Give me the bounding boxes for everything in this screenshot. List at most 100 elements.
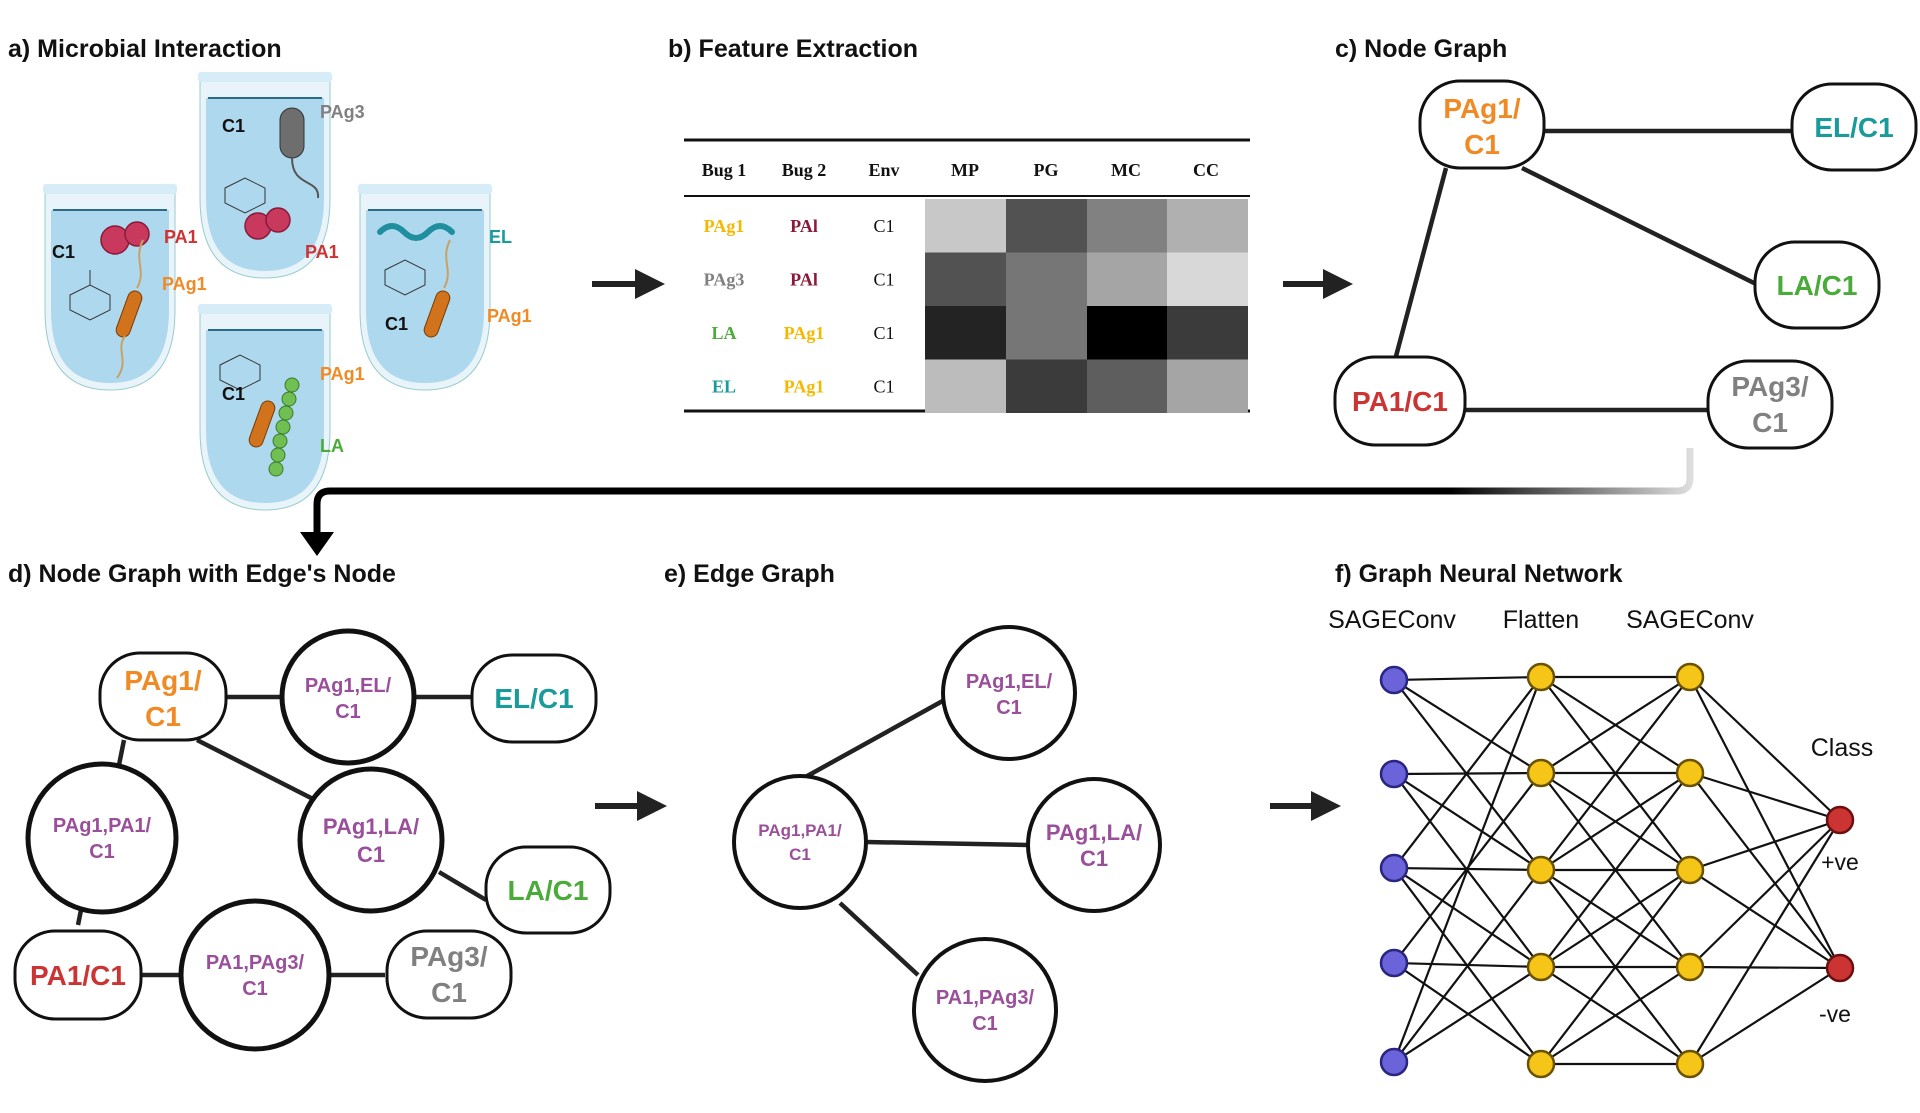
d-node-la: LA/C1 <box>484 845 612 935</box>
nn-edge <box>1540 676 1691 871</box>
nn-edge <box>1392 676 1543 1063</box>
svg-text:C1: C1 <box>1752 407 1788 438</box>
nn-hidden-neuron <box>1675 952 1705 982</box>
heatmap-cell <box>1087 252 1168 306</box>
tube-1-medium: C1 <box>52 242 75 262</box>
nn-edge <box>1393 867 1542 968</box>
svg-text:PAg3/: PAg3/ <box>1731 371 1808 402</box>
tube-1 <box>43 184 177 391</box>
tube-4-bug-1: PAg1 <box>320 364 365 384</box>
heatmap-cell <box>1006 359 1087 413</box>
heatmap-cell <box>1087 359 1168 413</box>
heatmap-cell <box>1167 199 1248 253</box>
nn-edge <box>1540 676 1691 774</box>
table-cell: C1 <box>873 216 894 236</box>
table-header-cell: Bug 1 <box>702 160 747 180</box>
nn-input-neuron <box>1379 1047 1409 1077</box>
pag1-rod-icon <box>115 290 143 338</box>
c-node-la: LA/C1 <box>1753 240 1881 330</box>
el-spiral-icon <box>377 223 455 241</box>
e-node-pag1-la: PAg1,LA/ C1 <box>1026 777 1162 913</box>
layer-label-2: Flatten <box>1503 606 1579 634</box>
nn-edge <box>1393 966 1542 1063</box>
c-edge <box>1521 165 1759 288</box>
e-node-pa1-pag3: PA1,PAg3/ C1 <box>912 937 1058 1083</box>
sugar-molecule-icon <box>219 354 261 391</box>
table-header-cell: Bug 2 <box>782 160 827 180</box>
tube-2-medium: C1 <box>222 116 245 136</box>
nn-edge <box>1689 772 1841 969</box>
la-chain-icon <box>268 377 300 477</box>
nn-edge <box>1689 819 1841 968</box>
table-cell: PAg1 <box>784 376 825 396</box>
table-header-cell: Env <box>868 160 899 180</box>
nn-edge <box>1689 771 1841 822</box>
svg-text:EL/C1: EL/C1 <box>1814 112 1893 143</box>
panel-b-title: b) Feature Extraction <box>668 35 918 63</box>
table-cell: C1 <box>873 323 894 343</box>
nn-edge <box>1393 679 1542 871</box>
heatmap-cell <box>925 252 1006 306</box>
tube-3-bug-1: EL <box>489 227 512 247</box>
svg-text:PAg1,LA/: PAg1,LA/ <box>1046 820 1142 845</box>
sugar-molecule-icon <box>69 270 111 321</box>
pa1-bacterium-icon <box>100 225 130 255</box>
svg-text:C1: C1 <box>335 701 361 723</box>
nn-edge <box>1393 773 1542 871</box>
nn-edge <box>1393 679 1542 774</box>
tube-3-medium: C1 <box>385 314 408 334</box>
class-label: Class <box>1811 734 1874 762</box>
e-node-pag1-pa1: PAg1,PA1/ C1 <box>732 774 868 910</box>
svg-text:C1: C1 <box>357 842 385 867</box>
svg-text:LA/C1: LA/C1 <box>508 875 589 906</box>
output-label-positive: +ve <box>1821 849 1859 875</box>
c-node-pa1: PA1/C1 <box>1333 355 1467 447</box>
d-node-pa1-pag3: PA1,PAg3/ C1 <box>178 898 332 1052</box>
layer-label-3: SAGEConv <box>1626 606 1754 634</box>
c-node-el: EL/C1 <box>1790 82 1918 172</box>
tube-3 <box>358 184 492 391</box>
svg-text:PAg3/: PAg3/ <box>410 941 487 972</box>
heatmap-cell <box>1006 199 1087 253</box>
nn-hidden-neuron <box>1675 1049 1705 1079</box>
nn-edge <box>1393 869 1542 1063</box>
nn-edge <box>1689 869 1841 969</box>
svg-text:PAg1,LA/: PAg1,LA/ <box>323 814 419 839</box>
nn-hidden-neuron <box>1675 758 1705 788</box>
nn-connections <box>1392 675 1841 1066</box>
svg-text:PAg1,PA1/: PAg1,PA1/ <box>758 821 842 840</box>
tube-1-bug-1: PA1 <box>164 227 198 247</box>
nn-edge <box>1689 967 1841 1065</box>
tube-1-bug-2: PAg1 <box>162 274 207 294</box>
panel-c-title: c) Node Graph <box>1335 35 1507 63</box>
svg-text:PA1/C1: PA1/C1 <box>1352 386 1448 417</box>
svg-text:PAg1,PA1/: PAg1,PA1/ <box>53 815 152 837</box>
c-node-pag3: PAg3/ C1 <box>1706 359 1834 450</box>
svg-text:LA/C1: LA/C1 <box>1777 270 1858 301</box>
heatmap-cell <box>1087 199 1168 253</box>
svg-text:PA1,PAg3/: PA1,PAg3/ <box>936 987 1035 1009</box>
output-label-negative: -ve <box>1819 1001 1851 1027</box>
panel-f-title: f) Graph Neural Network <box>1335 560 1623 588</box>
table-cell: LA <box>711 323 736 343</box>
nn-edge <box>1393 676 1542 869</box>
heatmap-cell <box>1006 252 1087 306</box>
nn-hidden-neuron <box>1526 1049 1556 1079</box>
d-node-pa1: PA1/C1 <box>13 929 143 1021</box>
layer-label-1: SAGEConv <box>1328 606 1456 634</box>
heatmap-cell <box>1167 252 1248 306</box>
svg-text:C1: C1 <box>89 841 115 863</box>
panel-d-title: d) Node Graph with Edge's Node <box>8 560 396 588</box>
svg-text:PAg1,EL/: PAg1,EL/ <box>966 671 1053 693</box>
nn-hidden-neuron <box>1675 855 1705 885</box>
d-node-el: EL/C1 <box>470 653 598 744</box>
nn-input-neuron <box>1379 665 1409 695</box>
connector-c-to-d-arrowhead <box>300 532 334 556</box>
nn-edge <box>1689 819 1841 1065</box>
table-cell: C1 <box>873 269 894 289</box>
table-cell: PAl <box>790 269 818 289</box>
table-cell: PAg1 <box>704 216 745 236</box>
